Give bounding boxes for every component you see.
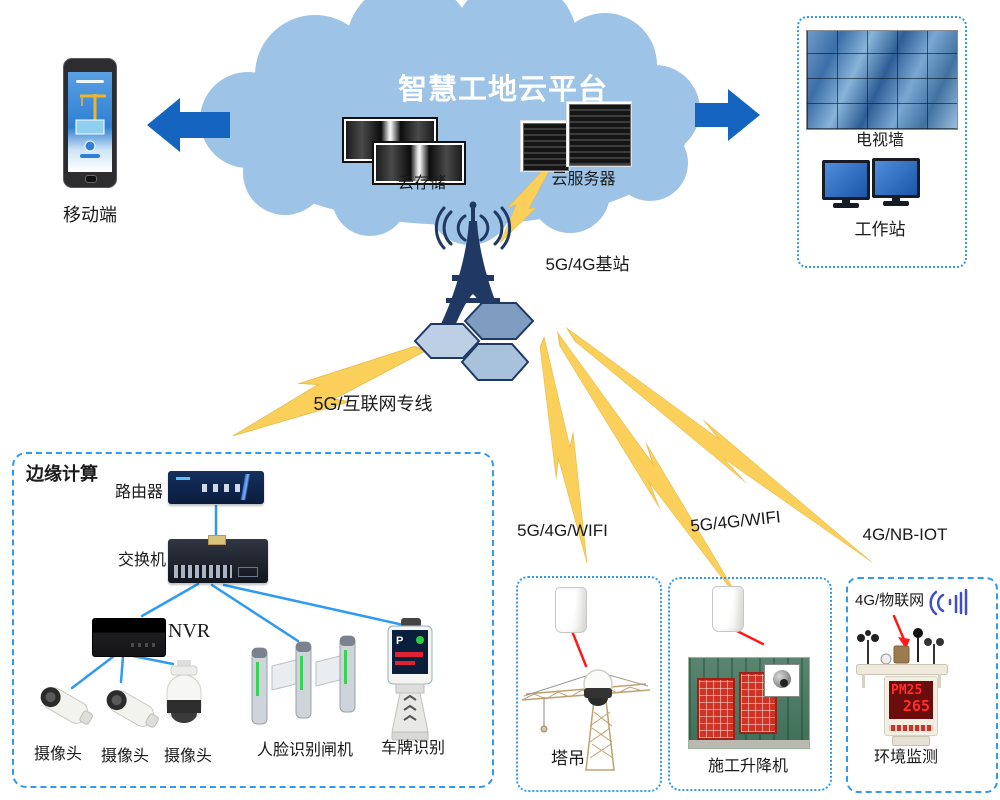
nvr-label: NVR xyxy=(168,620,211,642)
phone-screen xyxy=(68,72,112,172)
switch-label: 交换机 xyxy=(117,552,166,569)
phone-app-graphic xyxy=(75,80,106,158)
router-device xyxy=(168,471,264,504)
nvr-device xyxy=(92,618,166,657)
construction-elevator-image xyxy=(688,657,810,749)
router-label: 路由器 xyxy=(114,484,163,501)
camera-label-3: 摄像头 xyxy=(163,748,212,765)
phone-home-button xyxy=(85,175,97,183)
mobile-label: 移动端 xyxy=(63,205,117,225)
wifi-link-label-2: 5G/4G/WIFI xyxy=(689,507,782,536)
dome-camera-inset xyxy=(764,664,800,697)
base-station-tower xyxy=(413,201,535,381)
monitor-center-box xyxy=(797,16,967,268)
elevator-box xyxy=(668,577,832,791)
wireless-ap-device xyxy=(712,586,744,632)
env-display-line1: PM25 xyxy=(891,683,923,698)
env-station-base xyxy=(892,736,930,746)
cloud-storage-image xyxy=(372,141,466,185)
cloud-server-image xyxy=(566,101,632,167)
tower-crane-box xyxy=(516,576,662,792)
camera-label-1: 摄像头 xyxy=(33,746,82,763)
workstation-monitor xyxy=(822,160,870,208)
cloud-server-image xyxy=(520,120,570,172)
hexagon-cells xyxy=(413,302,535,381)
edge-box-title: 边缘计算 xyxy=(26,464,98,484)
arrow-to-monitors xyxy=(695,89,760,141)
workstation-monitor xyxy=(872,158,920,206)
radio-waves-icon xyxy=(434,206,512,250)
env-display-line2: 265 xyxy=(902,697,930,715)
edge-computing-box xyxy=(12,452,494,788)
plate-recognition-label: 车牌识别 xyxy=(380,740,445,757)
tower-crane-label: 塔吊 xyxy=(551,749,585,768)
env-display: PM25 265 xyxy=(884,676,938,736)
camera-label-2: 摄像头 xyxy=(100,748,149,765)
mobile-phone xyxy=(63,58,117,188)
edge-link-label: 5G/互联网专线 xyxy=(313,394,433,414)
env-monitor-box xyxy=(846,577,998,793)
switch-device xyxy=(168,535,268,583)
face-gate-label: 人脸识别闸机 xyxy=(256,742,353,759)
elevator-label: 施工升降机 xyxy=(707,758,788,775)
env-iot-label: 4G/物联网 xyxy=(855,592,925,609)
workstation-label: 工作站 xyxy=(854,220,906,239)
env-monitor-label: 环境监测 xyxy=(873,749,938,766)
cloud-server-label: 云服务器 xyxy=(551,171,616,188)
cloud-storage-label: 云存储 xyxy=(397,175,446,192)
arrow-to-mobile xyxy=(147,98,230,152)
cloud-platform-title: 智慧工地云平台 xyxy=(397,74,608,106)
wireless-ap-device xyxy=(555,587,587,633)
nbiot-link-label: 4G/NB-IOT xyxy=(862,525,948,544)
tv-wall-image xyxy=(806,30,958,130)
wifi-link-label-1: 5G/4G/WIFI xyxy=(517,521,608,540)
env-station-shelf xyxy=(856,664,948,675)
tv-wall-label: 电视墙 xyxy=(855,132,904,149)
base-station-label: 5G/4G基站 xyxy=(545,255,630,274)
